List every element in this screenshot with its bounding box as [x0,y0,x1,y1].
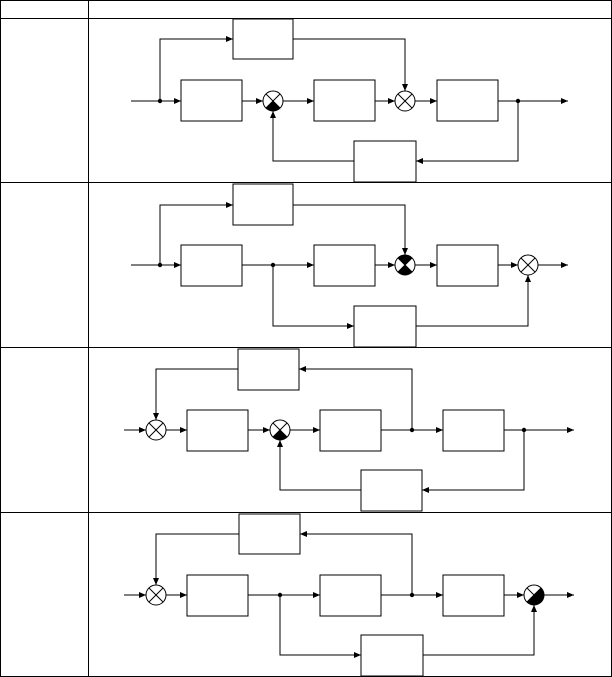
block-input [186,409,249,452]
parallel-branch [272,265,354,329]
summing-junction-negative [523,584,545,606]
diagram-row-2 [131,183,568,348]
block-input [186,574,249,617]
summing-junction [517,254,539,276]
block-plant [436,79,499,122]
branch-point [409,427,415,433]
branch-point [277,592,283,598]
feedforward-into-junction [293,204,408,255]
branch-point [521,427,527,433]
block-forward-1 [319,574,382,617]
feedforward-into-junction [293,38,408,91]
feedforward-branch [159,36,233,101]
diagram-row-4 [124,513,574,677]
outer-feedback-branch [300,531,413,595]
parallel-into-junction [416,275,531,327]
diagram-row-1 [131,18,568,183]
feedback-path [416,101,519,164]
summing-junction-negative [262,90,284,112]
branch-point [515,98,521,104]
branch-point [409,592,415,598]
block-outer-feedback [237,348,300,391]
block-parallel [360,634,424,677]
summing-junction [394,90,416,112]
summing-junction-negative [394,254,416,276]
feedforward-branch [159,202,233,265]
parallel-into-junction [423,605,537,656]
block-outer-feedback [238,513,301,555]
block-feedback [353,140,417,183]
feedback-path [422,430,525,493]
block-forward-1 [319,409,382,452]
block-plant [442,409,505,452]
parallel-branch [279,595,361,658]
block-feedback [360,469,423,512]
summing-junction [145,584,167,606]
feedback-into-junction [277,440,361,491]
outer-feedback-branch [299,366,413,430]
branch-point [157,98,163,104]
block-plant [442,574,505,617]
diagram-row-3 [124,348,574,512]
outer-feedback-into-junction [153,368,238,420]
block-input [180,244,243,287]
branch-point [270,262,276,268]
block-parallel [353,305,417,348]
block-forward-1 [313,79,376,122]
block-feedforward [232,183,294,226]
branch-point [157,262,163,268]
block-forward-1 [313,244,376,287]
block-input [180,79,243,122]
summing-junction [145,419,167,441]
outer-feedback-into-junction [153,533,239,585]
block-feedforward [232,18,294,60]
summing-junction-negative [269,419,291,441]
block-plant [436,244,499,287]
feedback-into-junction [270,111,354,162]
